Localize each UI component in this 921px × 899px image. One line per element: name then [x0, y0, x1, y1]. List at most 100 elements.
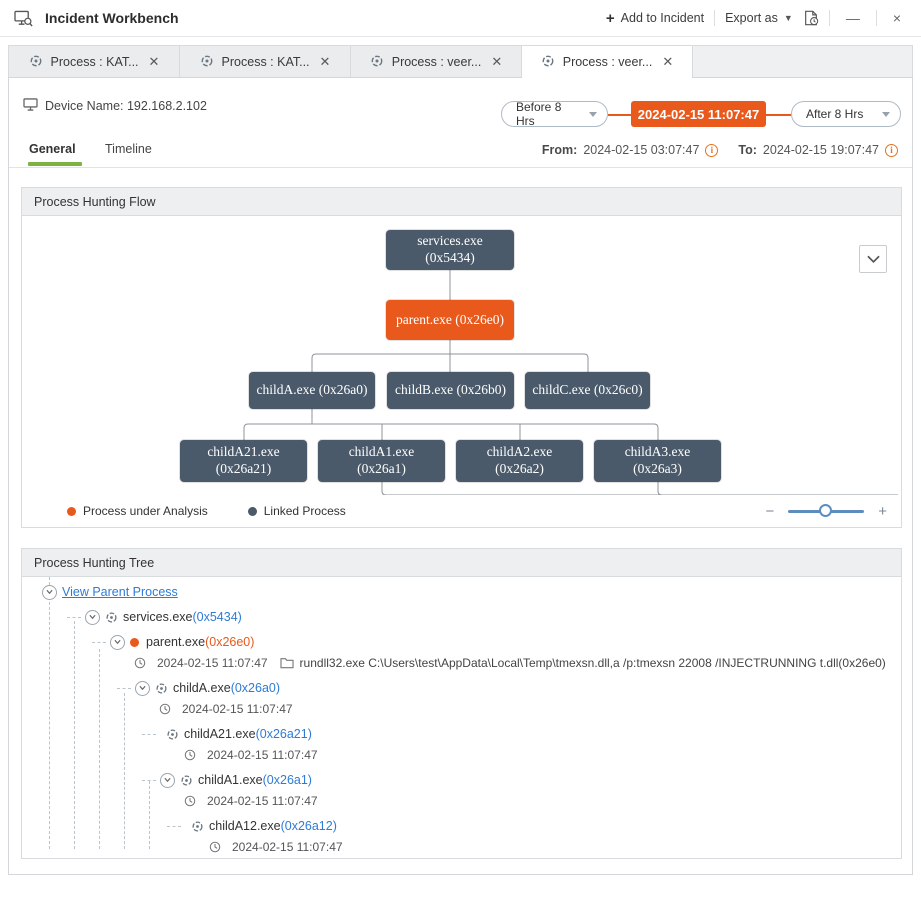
flow-node-parent[interactable]: parent.exe (0x26e0)	[386, 300, 514, 340]
process-command: rundll32.exe C:\Users\test\AppData\Local…	[299, 656, 886, 670]
process-tab-3[interactable]: Process : veer... ✕	[522, 46, 693, 78]
tree-process-pid[interactable]: (0x26a0)	[230, 681, 281, 695]
expander-icon[interactable]	[42, 584, 57, 600]
zoom-out-button[interactable]: −	[765, 502, 775, 520]
legend-linked-process: Linked Process	[247, 504, 346, 518]
tree-process-pid[interactable]: (0x26a1)	[262, 773, 312, 787]
chevron-down-icon	[589, 111, 597, 117]
tree-row: 2024-02-15 11:07:47	[22, 837, 901, 857]
info-icon[interactable]: i	[705, 143, 719, 157]
process-icon	[29, 54, 43, 71]
zoom-slider-thumb[interactable]	[819, 503, 833, 517]
process-icon	[191, 820, 204, 833]
expander-icon[interactable]	[160, 772, 175, 788]
tree-process-pid[interactable]: (0x26a12)	[280, 819, 337, 833]
tree-guide-line	[99, 649, 100, 849]
tree-guide-line	[49, 577, 50, 849]
flow-node-childA[interactable]: childA.exe (0x26a0)	[249, 372, 375, 409]
monitor-icon	[23, 98, 38, 114]
clock-icon	[209, 841, 221, 853]
tab-timeline[interactable]: Timeline	[105, 142, 152, 156]
expander-icon[interactable]	[110, 634, 125, 650]
before-range-dropdown[interactable]: Before 8 Hrs	[501, 100, 608, 128]
tree-process-pid[interactable]: (0x26e0)	[205, 635, 255, 649]
flow-node-childA2[interactable]: childA2.exe(0x26a2)	[456, 440, 583, 482]
process-icon	[166, 728, 179, 741]
tree-process-name[interactable]: parent.exe(0x26e0)	[146, 635, 255, 649]
expander-icon[interactable]	[135, 680, 150, 696]
node-name: childA21.exe	[207, 444, 280, 460]
flow-node-childB[interactable]: childB.exe (0x26b0)	[387, 372, 514, 409]
close-icon[interactable]: ✕	[491, 54, 503, 69]
tree-guide-line	[149, 781, 150, 849]
zoom-slider-track[interactable]	[788, 503, 865, 517]
analysis-dot-icon	[130, 637, 139, 647]
flow-collapse-button[interactable]	[859, 245, 887, 273]
flow-node-childA21[interactable]: childA21.exe(0x26a21)	[180, 440, 307, 482]
flow-node-services[interactable]: services.exe(0x5434)	[386, 230, 514, 270]
tree-process-name[interactable]: childA1.exe(0x26a1)	[198, 773, 312, 787]
flow-node-childA1[interactable]: childA1.exe(0x26a1)	[318, 440, 445, 482]
info-icon[interactable]: i	[885, 143, 898, 157]
export-as-button[interactable]: Export as ▼	[725, 11, 793, 25]
node-label: childA.exe (0x26a0)	[256, 382, 368, 398]
tab-label: Process : veer...	[562, 55, 653, 69]
zoom-in-button[interactable]: +	[878, 502, 887, 520]
device-name-label: Device Name: 192.168.2.102	[45, 99, 207, 113]
tree-row: 2024-02-15 11:07:47	[22, 699, 901, 719]
process-icon	[541, 54, 555, 71]
node-pid: (0x26a21)	[215, 461, 272, 476]
flow-node-childA3[interactable]: childA3.exe(0x26a3)	[594, 440, 721, 482]
tab-general[interactable]: General	[29, 142, 76, 156]
process-icon	[370, 54, 384, 71]
tree-row: services.exe(0x5434)	[22, 607, 901, 627]
tree-row: 2024-02-15 11:07:47	[22, 791, 901, 811]
tab-label: Process : veer...	[391, 55, 482, 69]
from-label: From:	[541, 143, 578, 157]
tree-process-name[interactable]: childA21.exe(0x26a21)	[184, 727, 312, 741]
tree-row: childA.exe(0x26a0)	[22, 678, 901, 698]
add-to-incident-button[interactable]: + Add to Incident	[606, 10, 704, 27]
flow-node-childC[interactable]: childC.exe (0x26c0)	[525, 372, 650, 409]
event-time: 2024-02-15 11:07:47	[182, 702, 293, 716]
pivot-time-button[interactable]: 2024-02-15 11:07:47	[631, 101, 766, 127]
export-history-icon[interactable]	[803, 10, 819, 26]
node-name: childA3.exe	[624, 444, 691, 460]
after-range-dropdown[interactable]: After 8 Hrs	[791, 101, 901, 127]
view-parent-process-link[interactable]: View Parent Process	[62, 585, 178, 599]
flow-panel-header: Process Hunting Flow	[22, 188, 901, 216]
folder-icon	[279, 657, 294, 669]
process-tab-0[interactable]: Process : KAT...✕	[9, 46, 180, 78]
minimize-button[interactable]: —	[845, 10, 860, 26]
tree-dash	[117, 687, 131, 689]
process-tab-1[interactable]: Process : KAT...✕	[180, 46, 351, 78]
zoom-slider: − +	[765, 503, 887, 520]
tree-process-pid[interactable]: (0x26a21)	[255, 727, 312, 741]
tree-process-pid[interactable]: (0x5434)	[192, 610, 242, 624]
view-tabs: General Timeline From: 2024-02-15 03:07:…	[9, 140, 912, 168]
node-label: childB.exe (0x26b0)	[395, 382, 506, 398]
flow-canvas[interactable]: services.exe(0x5434) parent.exe (0x26e0) c…	[22, 216, 901, 495]
from-value: 2024-02-15 03:07:47	[583, 143, 700, 157]
tree-process-name[interactable]: childA.exe(0x26a0)	[173, 681, 281, 695]
event-time: 2024-02-15 11:07:47	[232, 840, 343, 854]
process-tab-2[interactable]: Process : veer... ✕	[351, 46, 522, 78]
close-icon[interactable]: ✕	[319, 54, 331, 69]
event-time: 2024-02-15 11:07:47	[157, 656, 268, 670]
tree-dash	[67, 616, 81, 618]
tree-process-name[interactable]: services.exe(0x5434)	[123, 610, 242, 624]
node-label: childC.exe (0x26c0)	[532, 382, 643, 398]
add-to-incident-label: Add to Incident	[620, 11, 705, 25]
expander-icon[interactable]	[85, 609, 100, 625]
close-icon[interactable]: ✕	[148, 54, 160, 69]
close-icon[interactable]: ✕	[662, 54, 674, 69]
active-tab-underline	[28, 162, 82, 166]
node-pid: (0x26a2)	[495, 461, 544, 476]
divider	[828, 10, 830, 26]
legend-process-under-analysis: Process under Analysis	[67, 504, 208, 518]
close-button[interactable]: ×	[892, 10, 901, 26]
slate-dot-icon	[247, 506, 257, 516]
process-icon	[155, 682, 168, 695]
tree-process-name[interactable]: childA12.exe(0x26a12)	[209, 819, 337, 833]
